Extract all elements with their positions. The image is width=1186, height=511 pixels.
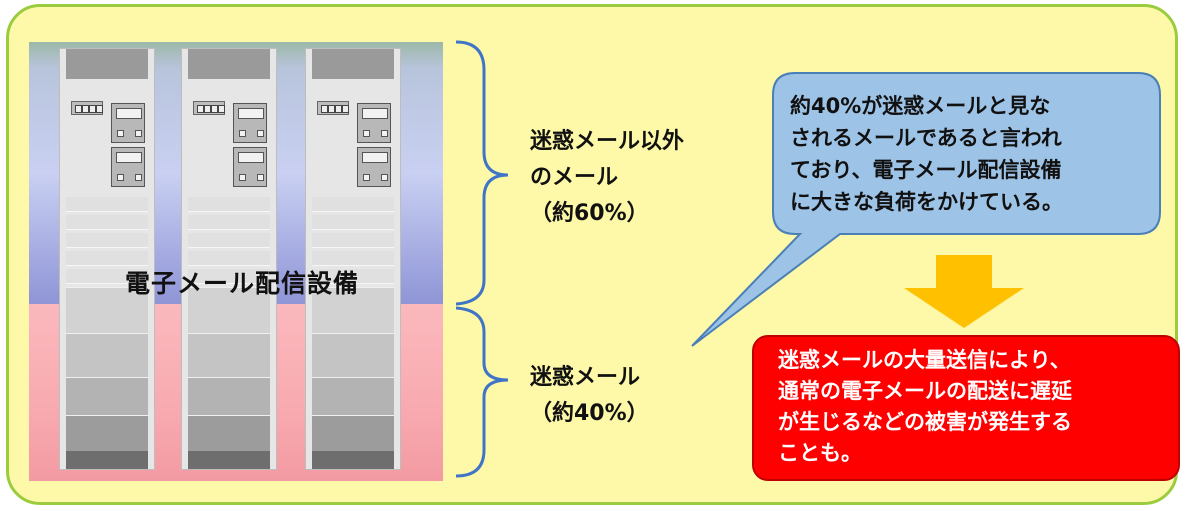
non-spam-line-2: のメール [530,165,619,190]
speech-bubble-shape [691,72,1161,347]
non-spam-label: 迷惑メール以外 のメール （約60%） [530,124,684,232]
spam-brace [455,306,509,478]
spam-line-1: 迷惑メール [530,365,641,390]
consequence-line-4: ことも。 [778,441,862,465]
consequence-line-3: が生じるなどの被害が発生する [778,410,1072,434]
server-rack-3 [305,48,401,470]
callout-line-3: ており、電子メール配信設備 [790,158,1062,182]
segment-brace [455,40,509,478]
spam-line-2: （約40%） [530,401,649,426]
callout-line-1: 約40%が迷惑メールと見な [790,94,1051,118]
server-rack-2 [181,48,277,470]
speech-bubble-text: 約40%が迷惑メールと見な されるメールであると言われ ており、電子メール配信設… [790,90,1160,218]
server-rack-1 [59,48,155,470]
down-arrow-icon [904,255,1024,328]
consequence-line-1: 迷惑メールの大量送信により、 [778,348,1071,372]
consequence-box: 迷惑メールの大量送信により、 通常の電子メールの配送に遅延 が生じるなどの被害が… [752,335,1180,481]
spam-label: 迷惑メール （約40%） [530,360,649,432]
callout-line-2: されるメールであると言われ [790,126,1062,150]
consequence-line-2: 通常の電子メールの配送に遅延 [778,379,1072,403]
callout-line-4: に大きな負荷をかけている。 [790,190,1063,214]
non-spam-line-3: （約60%） [530,201,649,226]
non-spam-line-1: 迷惑メール以外 [530,129,685,154]
server-rack-illustration: 電子メール配信設備 [29,42,443,481]
equipment-label: 電子メール配信設備 [125,269,360,298]
non-spam-brace [455,40,509,306]
